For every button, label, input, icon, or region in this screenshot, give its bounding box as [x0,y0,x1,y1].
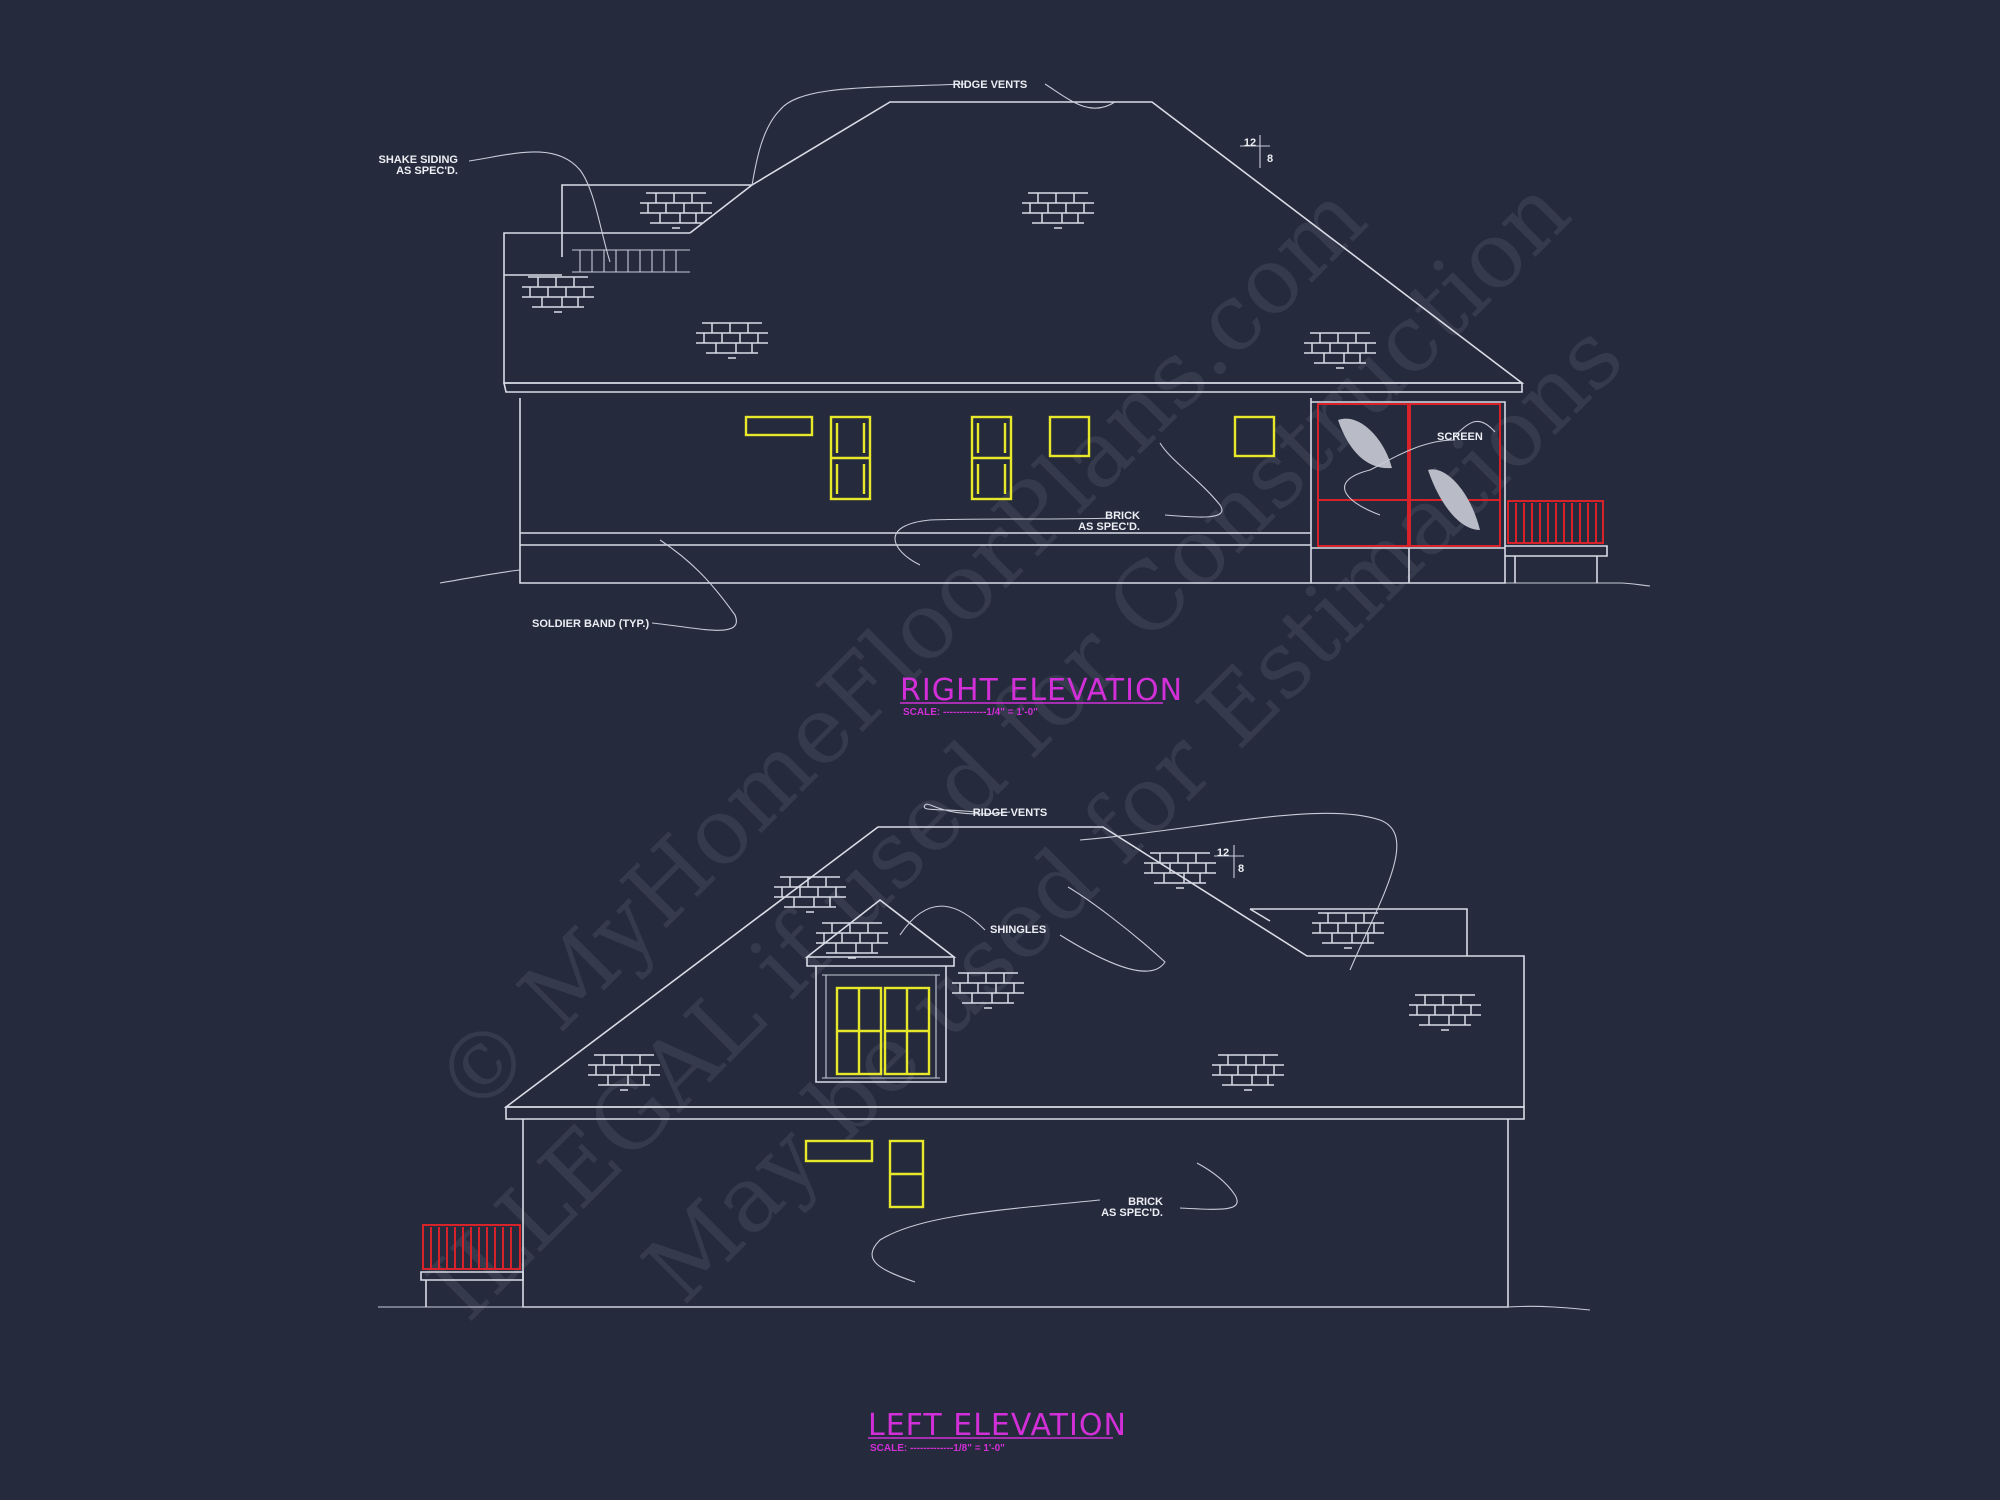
label-brick: BRICK [1128,1196,1163,1208]
right-shake-siding [572,249,690,273]
left-labels: RIDGE VENTS SHINGLES 12 8 BRICK AS SPEC'… [973,807,1244,1219]
screen-porch [1311,401,1506,584]
label-shake-siding: SHAKE SIDING [379,154,458,166]
left-leaders [871,803,1398,1283]
dormer [804,898,957,1083]
window [1048,415,1091,458]
right-leaders [468,83,1496,631]
watermark-line-2: ILLEGAL if used for Construction [408,158,1591,1341]
left-eave [505,1106,1525,1120]
right-labels: RIDGE VENTS SHAKE SIDING AS SPEC'D. 12 8… [379,79,1483,630]
label-ridge-vents: RIDGE VENTS [973,807,1048,819]
brick-hatch-icon [695,322,769,359]
brick-hatch-icon [521,276,595,313]
window [804,1139,874,1163]
left-elevation-title: LEFT ELEVATION [868,1408,1127,1443]
label-brick-spec: AS SPEC'D. [1078,521,1140,533]
left-elevation-drawing: RIDGE VENTS SHINGLES 12 8 BRICK AS SPEC'… [378,803,1591,1311]
left-grade [378,1305,1591,1311]
right-grade [439,569,1651,587]
left-elevation-scale: SCALE: -------------1/8" = 1'-0" [870,1443,1005,1454]
right-wall [519,398,1312,584]
right-elevation-drawing: RIDGE VENTS SHAKE SIDING AS SPEC'D. 12 8… [379,79,1651,631]
label-ridge-vents: RIDGE VENTS [953,79,1028,91]
right-elevation-title: RIGHT ELEVATION [900,673,1183,708]
label-brick-spec: AS SPEC'D. [1101,1207,1163,1219]
brick-hatch-icon [1408,994,1482,1031]
pitch-run: 8 [1267,153,1273,165]
label-shingles: SHINGLES [990,924,1046,936]
label-screen: SCREEN [1437,431,1483,443]
right-elevation-scale: SCALE: -------------1/4" = 1'-0" [903,707,1038,718]
label-brick: BRICK [1105,510,1140,522]
right-eave [503,382,1523,393]
label-shake-siding-spec: AS SPEC'D. [396,165,458,177]
brick-hatch-icon [1021,192,1095,229]
right-windows [744,415,1276,501]
pitch-rise: 12 [1217,847,1229,859]
brick-hatch-icon [639,192,713,229]
window [1233,415,1276,458]
pitch-rise: 12 [1244,137,1256,149]
brick-hatch-icon [1211,1054,1285,1091]
window [744,415,814,437]
watermark: © MyHomeFloorPlans.com ILLEGAL if used f… [408,158,1644,1341]
pitch-run: 8 [1238,863,1244,875]
deck-railing-right [1505,500,1608,583]
deck-railing-left [420,1224,524,1307]
label-soldier-band: SOLDIER BAND (TYP.) [532,618,649,630]
